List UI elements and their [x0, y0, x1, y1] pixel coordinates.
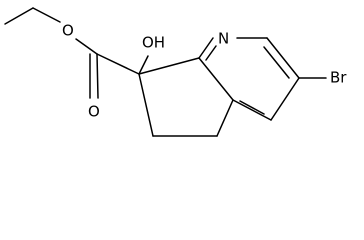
bond-c7-c6	[138, 73, 154, 137]
bond-c3-c4	[270, 77, 300, 121]
chemical-structure-diagram: OH O O N Br	[4, 7, 347, 137]
bond-c7a-c4a	[198, 57, 234, 101]
bond-c2-c3-inner	[263, 46, 290, 79]
hydroxyl-label: OH	[142, 34, 165, 52]
bond-c7-c7a	[138, 57, 200, 75]
ester-oxygen-label: O	[62, 22, 74, 40]
bond-c5-c4a	[216, 99, 234, 137]
bond-c4-c4a	[232, 99, 272, 121]
carbonyl-oxygen-label: O	[88, 103, 100, 121]
bond-c7a-n1	[198, 37, 214, 59]
ring-nitrogen-label: N	[218, 30, 229, 48]
bond-carbonyl-oxygen-a	[96, 53, 99, 99]
bond-methylene-oxygen	[32, 7, 61, 23]
bond-carbonyl-c7	[96, 53, 140, 75]
bromine-label: Br	[330, 69, 347, 87]
bond-c2-c3	[266, 37, 300, 79]
bond-c7a-n1-inner	[205, 45, 217, 61]
bond-c4-c4a-inner	[239, 100, 265, 115]
bond-oxygen-carbonyl	[75, 38, 98, 55]
bond-methyl-methylene	[4, 7, 34, 25]
bond-c7-hydroxyl	[138, 55, 149, 75]
